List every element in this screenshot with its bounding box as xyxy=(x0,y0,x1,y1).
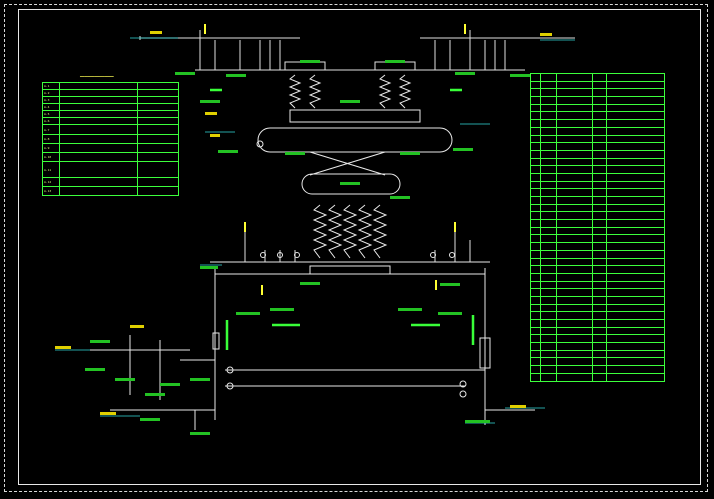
green-pipe-segments xyxy=(210,88,475,350)
right-table-row xyxy=(529,342,665,351)
right-table-cell xyxy=(529,372,542,382)
middle-vessel xyxy=(257,127,453,153)
right-table-cell xyxy=(606,372,665,382)
cross-line-b xyxy=(309,151,386,176)
right-table-row xyxy=(529,357,665,367)
left-table-row: A-9 xyxy=(42,143,179,153)
yellow-label-blocks xyxy=(55,31,552,415)
top-valve-risers xyxy=(199,30,506,70)
upper-coils xyxy=(288,74,412,109)
lower-vessel xyxy=(301,173,401,195)
lower-valve-risers xyxy=(244,230,471,262)
right-schedule-table xyxy=(529,73,665,382)
upper-manifold-right xyxy=(374,61,416,71)
right-table-row xyxy=(529,372,665,382)
left-table-row: A-13 xyxy=(42,186,179,196)
lower-manifold xyxy=(309,265,391,275)
outer-border xyxy=(4,4,708,492)
left-side-piping xyxy=(90,335,215,430)
lower-coils xyxy=(312,204,388,259)
left-table-cell-spec xyxy=(137,186,179,196)
upper-tank xyxy=(289,109,421,123)
green-label-blocks xyxy=(85,60,530,435)
yellow-pipe-segments xyxy=(204,24,466,295)
left-pump xyxy=(212,332,220,350)
right-pump xyxy=(479,337,491,369)
inner-border xyxy=(18,9,701,485)
left-table-title: ━━━━━━━━━━━━━━ xyxy=(80,74,114,79)
upper-manifold-left xyxy=(284,61,326,71)
right-table-row xyxy=(529,111,665,121)
valve-rings xyxy=(226,140,467,398)
